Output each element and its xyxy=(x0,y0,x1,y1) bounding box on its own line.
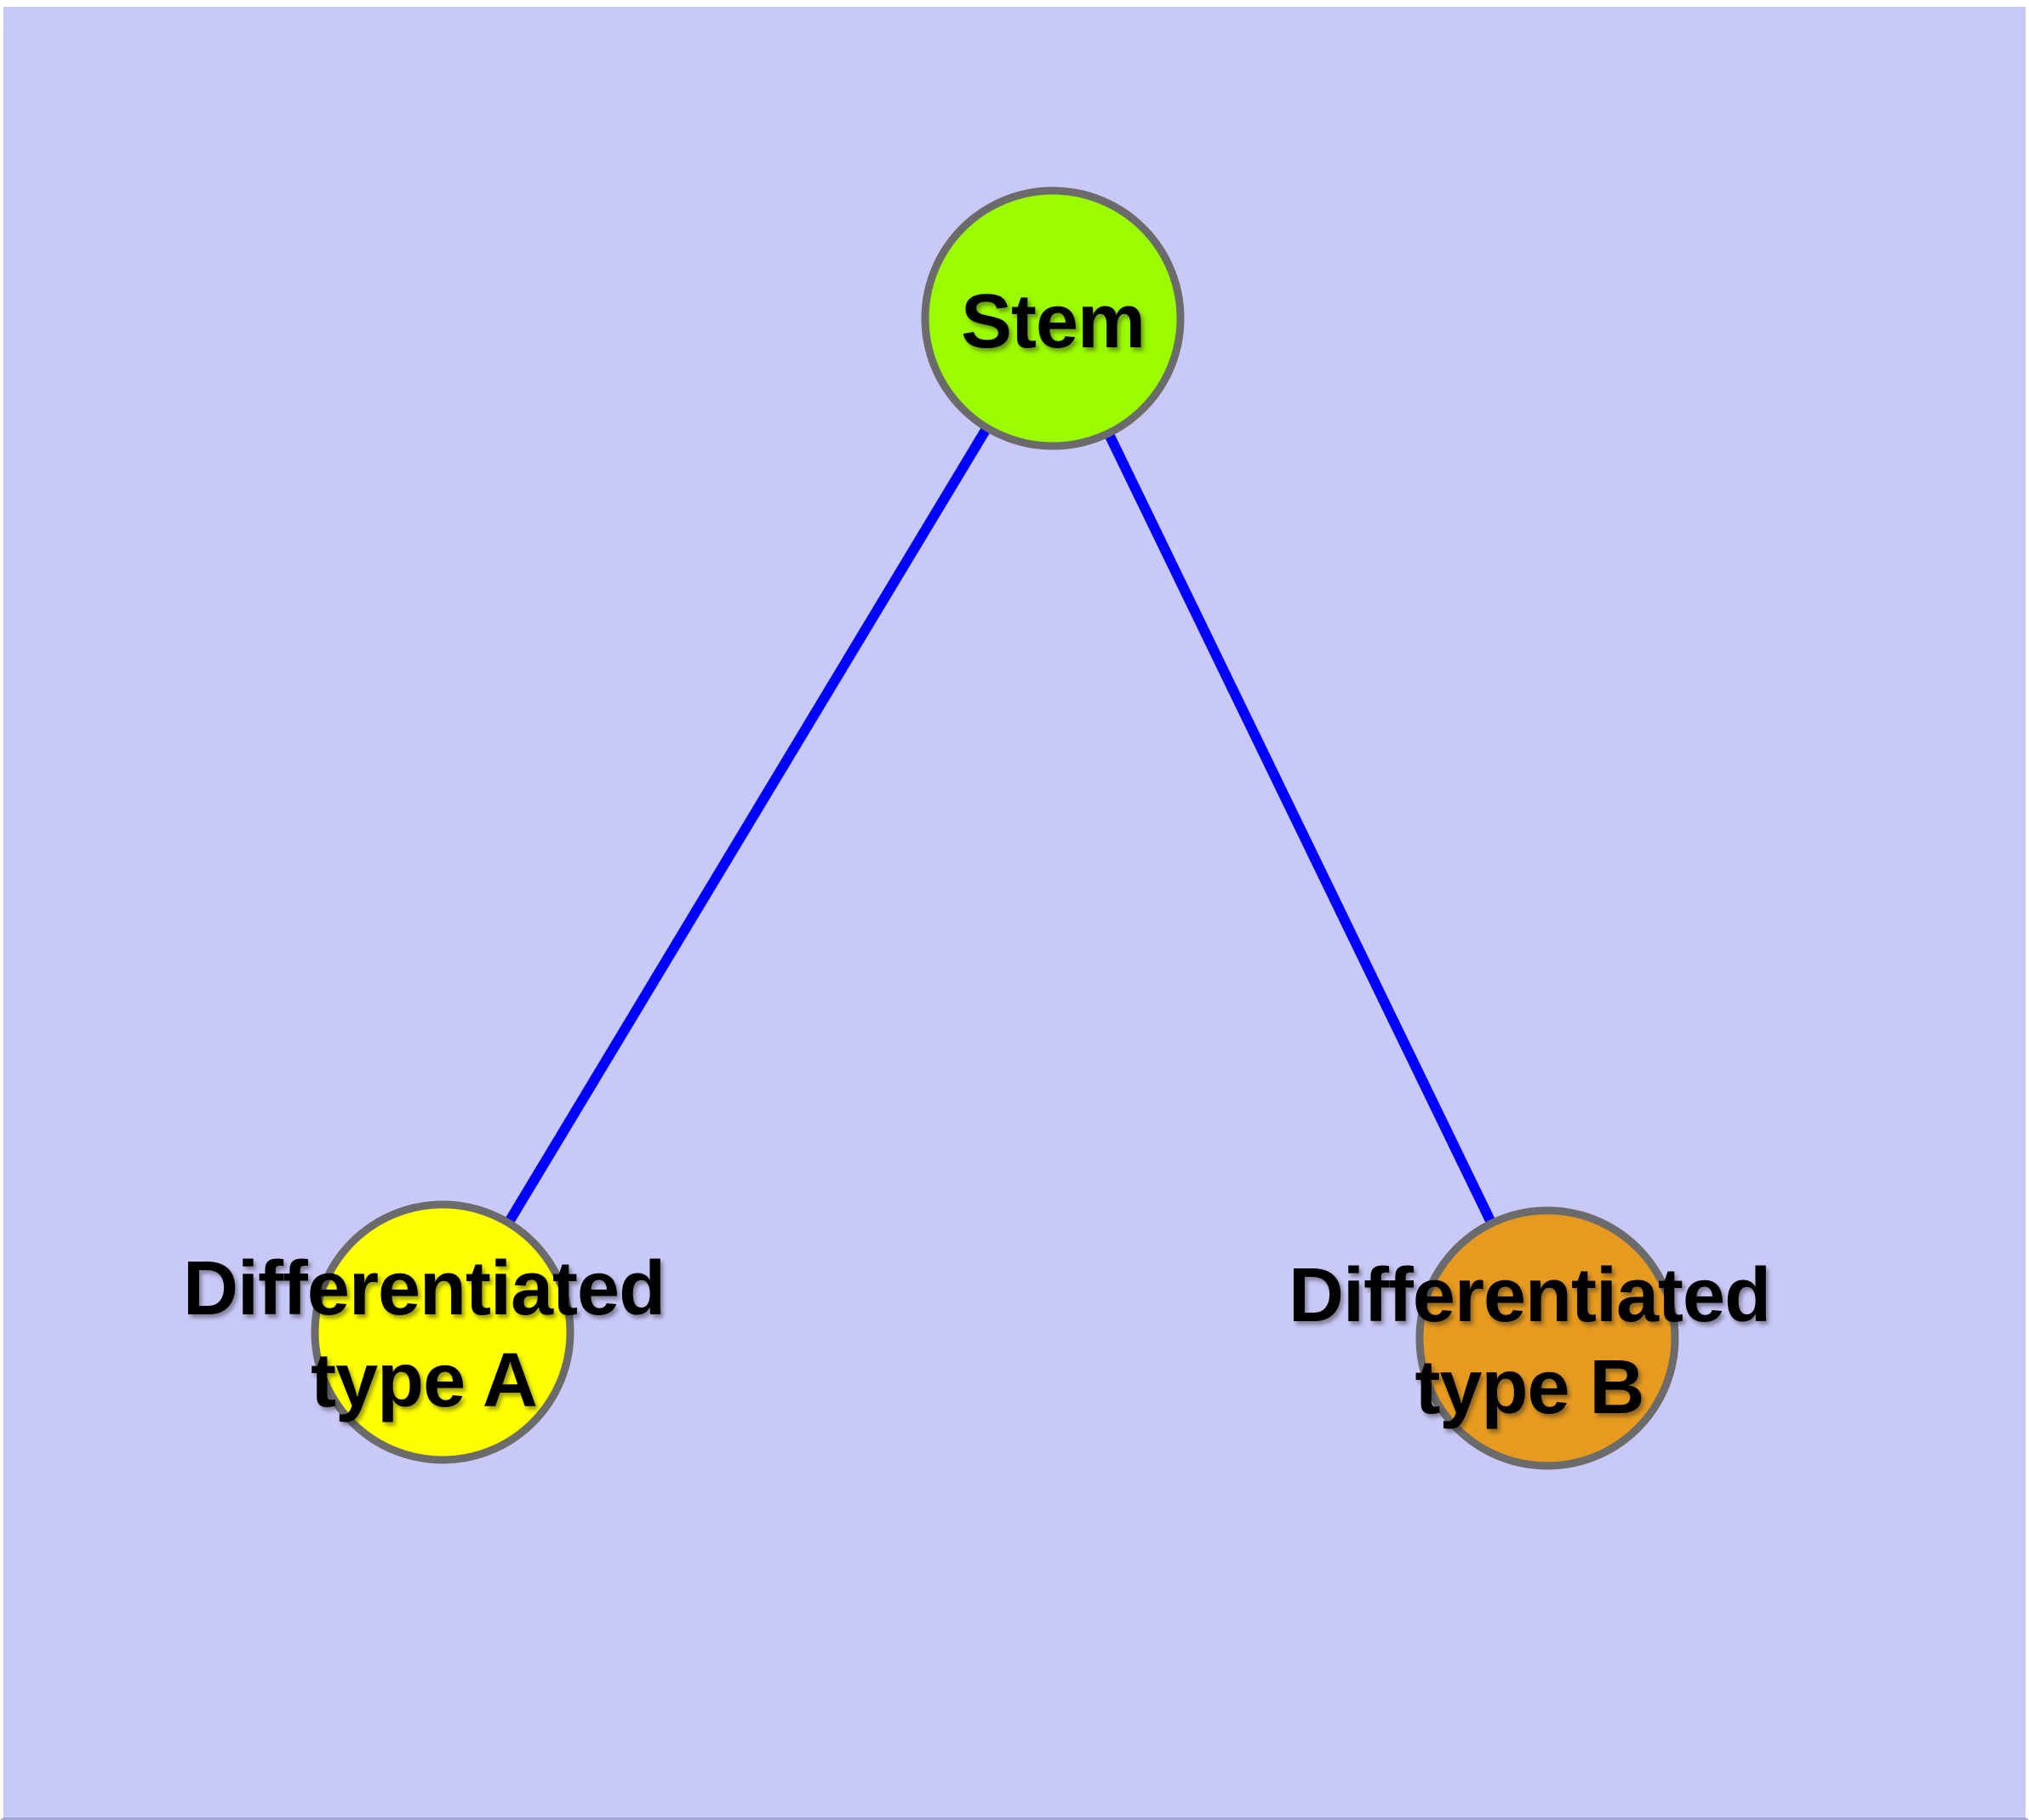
graph-svg xyxy=(311,186,1679,1470)
node-differentiated-type-a-circle[interactable] xyxy=(311,1200,574,1464)
node-differentiated-type-b-circle[interactable] xyxy=(1415,1206,1679,1470)
edge-stem-to-type-b[interactable] xyxy=(1048,316,1552,1341)
node-stem-circle[interactable] xyxy=(921,186,1185,450)
edge-stem-to-type-a[interactable] xyxy=(437,315,1058,1336)
